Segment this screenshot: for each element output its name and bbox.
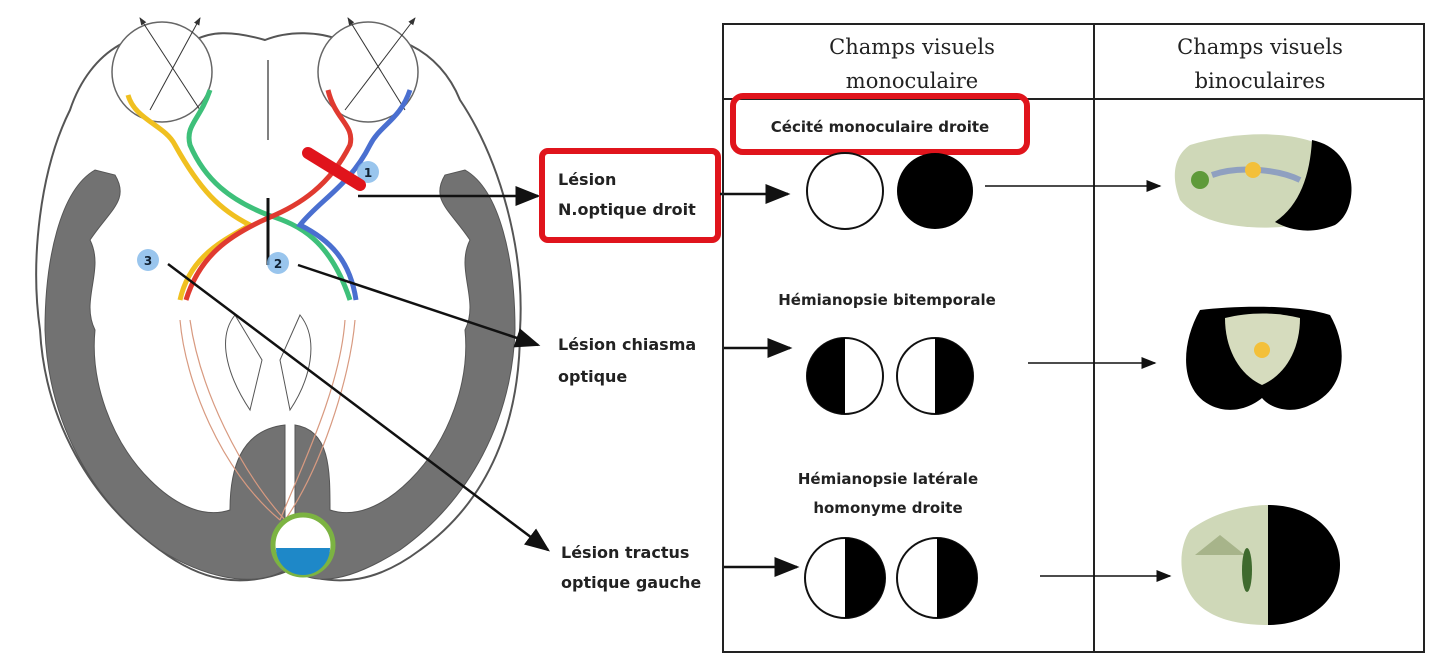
marker-3: 3	[137, 249, 159, 271]
marker-1: 1	[357, 161, 379, 183]
lesion-label-1b: N.optique droit	[558, 200, 696, 219]
arrow-lesion-2	[297, 263, 541, 348]
row-title-1: Cécité monoculaire droite	[771, 118, 989, 136]
field-left-eye-right-loss	[845, 538, 885, 618]
field-right-eye-right-loss	[937, 538, 977, 618]
binocular-field-3	[1181, 505, 1340, 625]
header-binocular-1: Champs visuels	[1177, 35, 1343, 59]
lesion-mark	[302, 147, 366, 191]
header-monocular-2: monoculaire	[846, 69, 978, 93]
highlight-box-row1	[730, 93, 1030, 155]
row-title-3b: homonyme droite	[813, 499, 962, 517]
arrow-lesion-3	[167, 263, 550, 552]
left-eye	[111, 21, 213, 123]
cortex-right	[294, 169, 516, 580]
lesion-label-1a: Lésion	[558, 170, 616, 189]
field-left-eye-normal	[806, 152, 884, 230]
lesion-label-2b: optique	[558, 367, 627, 386]
field-right-eye-temporal-loss	[935, 338, 973, 414]
field-left-eye-temporal-loss	[807, 338, 845, 414]
svg-text:1: 1	[364, 166, 372, 180]
highlight-box-lesion	[539, 148, 721, 243]
row-title-3a: Hémianopsie latérale	[798, 470, 978, 488]
header-binocular-2: binoculaires	[1195, 69, 1326, 93]
visual-fields-table: Champs visuels monoculaire Champs visuel…	[722, 23, 1425, 653]
logo	[270, 512, 336, 578]
lesion-label-3b: optique gauche	[561, 573, 701, 592]
lesion-label-2a: Lésion chiasma	[558, 335, 696, 354]
row-title-2: Hémianopsie bitemporale	[778, 291, 996, 309]
cortex-left	[44, 169, 286, 580]
binocular-field-1	[1174, 134, 1352, 231]
lesion-label-3a: Lésion tractus	[561, 543, 689, 562]
header-monocular-1: Champs visuels	[829, 35, 995, 59]
field-right-eye-blind	[897, 153, 973, 229]
marker-2: 2	[267, 252, 289, 274]
svg-text:2: 2	[274, 257, 282, 271]
svg-text:3: 3	[144, 254, 152, 268]
brain-illustration: 1 2 3	[35, 17, 522, 582]
binocular-field-2	[1186, 306, 1342, 410]
